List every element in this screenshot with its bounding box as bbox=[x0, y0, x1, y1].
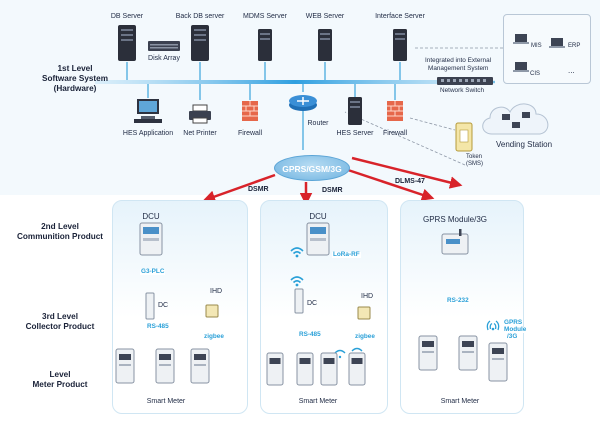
web-server-label: WEB Server bbox=[305, 13, 345, 20]
more-label: ... bbox=[568, 66, 575, 75]
gprs-cloud: GPRS/GSM/3G bbox=[274, 155, 350, 181]
p3-rs232-label: RS-232 bbox=[446, 297, 470, 305]
firewall-left-label: Firewall bbox=[237, 130, 263, 137]
p1-rs485-label: RS-485 bbox=[146, 323, 170, 331]
laptop-icon bbox=[513, 62, 529, 72]
level3-line1: 3rd Level bbox=[42, 312, 78, 321]
p3-smart-meter-label: Smart Meter bbox=[440, 398, 480, 405]
level2-line2: Communition Product bbox=[17, 232, 103, 241]
net-printer-label: Net Printer bbox=[183, 130, 217, 137]
server-icon bbox=[118, 25, 136, 61]
server-icon bbox=[258, 29, 272, 61]
smart-meter-icon bbox=[458, 335, 478, 371]
dcu-device-icon bbox=[139, 222, 163, 256]
dcu-device-icon bbox=[306, 222, 330, 256]
laptop-icon bbox=[549, 38, 565, 48]
smart-meter-icon bbox=[488, 342, 508, 382]
level1-line2: Software System bbox=[42, 74, 108, 83]
disk-array-label: Disk Array bbox=[148, 55, 180, 62]
smart-meter-icon bbox=[320, 352, 338, 386]
laptop-icon bbox=[513, 34, 529, 44]
router-icon bbox=[289, 95, 317, 111]
external-label-1: Integrated into External bbox=[425, 57, 492, 64]
p2-rs485-label: RS-485 bbox=[298, 331, 322, 339]
smart-meter-icon bbox=[418, 335, 438, 371]
dc-device-icon bbox=[145, 292, 155, 320]
hes-application-label: HES Application bbox=[122, 130, 174, 137]
wifi-icon bbox=[486, 320, 500, 331]
printer-icon bbox=[189, 104, 211, 124]
smart-meter-icon bbox=[266, 352, 284, 386]
gprs-module-icon bbox=[441, 229, 469, 255]
network-switch-label: Network Switch bbox=[440, 87, 485, 94]
vending-station-label: Vending Station bbox=[496, 140, 553, 149]
disk-array-icon bbox=[148, 41, 180, 51]
wifi-icon bbox=[290, 276, 304, 287]
network-switch-icon bbox=[437, 77, 493, 85]
p1-dc-label: DC bbox=[158, 302, 169, 309]
smart-meter-icon bbox=[115, 348, 135, 384]
erp-label: ERP bbox=[568, 43, 581, 49]
p3-gprs-mod-label-3: /3G bbox=[506, 333, 519, 341]
smart-meter-icon bbox=[296, 352, 314, 386]
p2-lora-label: LoRa-RF bbox=[332, 251, 361, 259]
p2-ihd-label: IHD bbox=[361, 293, 374, 300]
dsmr-mid-label: DSMR bbox=[322, 187, 343, 194]
firewall-icon bbox=[387, 101, 403, 121]
p3-gprs-module-label: GPRS Module/3G bbox=[422, 215, 488, 224]
p2-dcu-label: DCU bbox=[309, 212, 327, 221]
cis-label: CIS bbox=[530, 71, 541, 77]
p1-ihd-label: IHD bbox=[210, 288, 223, 295]
external-systems-box: MIS ERP CIS ... bbox=[503, 14, 591, 84]
wifi-icon bbox=[334, 349, 346, 359]
panel-dcu-plc bbox=[112, 200, 248, 414]
mdms-server-label: MDMS Server bbox=[243, 13, 287, 20]
router-label: Router bbox=[307, 120, 329, 127]
cloud-icon bbox=[482, 103, 549, 135]
level1-line3: (Hardware) bbox=[53, 84, 97, 93]
interface-server-label: Interface Server bbox=[375, 13, 425, 20]
server-icon bbox=[318, 29, 332, 61]
dsmr-left-label: DSMR bbox=[248, 186, 269, 193]
external-label-2: Management System bbox=[428, 65, 489, 72]
mis-label: MIS bbox=[531, 43, 542, 49]
p2-dc-label: DC bbox=[307, 300, 318, 307]
dlms-label: DLMS-47 bbox=[395, 178, 425, 185]
level3-line2: Collector Product bbox=[25, 322, 95, 331]
server-icon bbox=[191, 25, 209, 61]
level1-line1: 1st Level bbox=[57, 64, 93, 73]
firewall-icon bbox=[242, 101, 258, 121]
server-icon bbox=[393, 29, 407, 61]
token-label: Token bbox=[466, 154, 483, 160]
p1-zigbee-label: zigbee bbox=[203, 333, 225, 341]
level2-line1: 2nd Level bbox=[41, 222, 79, 231]
db-server-label: DB Server bbox=[110, 13, 144, 20]
network-bus bbox=[95, 80, 495, 84]
computer-icon bbox=[134, 99, 162, 123]
ihd-device-icon bbox=[357, 306, 371, 320]
level4-line1: Level bbox=[49, 370, 71, 379]
p2-smart-meter-label: Smart Meter bbox=[298, 398, 338, 405]
token-key-icon bbox=[455, 122, 473, 152]
p1-smart-meter-label: Smart Meter bbox=[146, 398, 186, 405]
smart-meter-icon bbox=[348, 352, 366, 386]
p3-gprs-mod-label-2: Module bbox=[503, 326, 528, 334]
firewall-right-label: Firewall bbox=[382, 130, 408, 137]
smart-meter-icon bbox=[155, 348, 175, 384]
token-sms-label: (SMS) bbox=[466, 161, 483, 167]
back-db-server-label: Back DB server bbox=[175, 13, 225, 20]
p3-gprs-mod-label-1: GPRS bbox=[503, 319, 524, 327]
level4-line2: Meter Product bbox=[32, 380, 88, 389]
wifi-icon bbox=[290, 247, 304, 258]
smart-meter-icon bbox=[190, 348, 210, 384]
p1-g3plc-label: G3-PLC bbox=[140, 268, 166, 276]
p2-zigbee-label: zigbee bbox=[354, 333, 376, 341]
hes-server-label: HES Server bbox=[336, 130, 374, 137]
ihd-device-icon bbox=[205, 304, 219, 318]
dc-device-icon bbox=[294, 288, 304, 314]
server-icon bbox=[348, 97, 362, 125]
p1-dcu-label: DCU bbox=[142, 212, 160, 221]
